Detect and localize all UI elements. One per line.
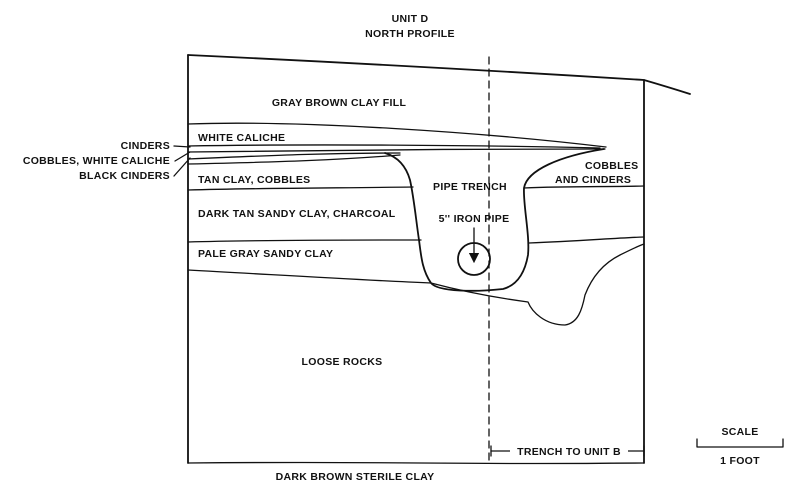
pale-gray-bottom-line	[187, 269, 432, 284]
cinders-leader	[173, 145, 191, 148]
tan-clay-cobbles-label: TAN CLAY, COBBLES	[198, 174, 310, 186]
dark-tan-bottom-line	[187, 239, 422, 243]
profile-bottom-line	[187, 461, 645, 465]
title-line-1: UNIT D	[392, 13, 429, 25]
black-cinders-leader	[173, 157, 191, 177]
black-cinders-label: BLACK CINDERS	[79, 170, 170, 182]
scale-unit-label: 1 FOOT	[720, 455, 760, 467]
pipe-trench-outline	[384, 148, 605, 292]
dark-brown-sterile-clay-label: DARK BROWN STERILE CLAY	[276, 471, 435, 483]
cobbles-caliche-line	[187, 148, 606, 153]
trench-label-backdrop	[510, 444, 628, 458]
right-dark-tan-bottom-line	[528, 236, 645, 244]
black-cinders-line	[187, 152, 401, 160]
cinders-label: CINDERS	[121, 140, 170, 152]
trench-to-unit-b-label: TRENCH TO UNIT B	[517, 446, 621, 458]
cinders-line	[187, 144, 601, 149]
cobbles-caliche-leader	[174, 151, 191, 162]
pipe-trench-label: PIPE TRENCH	[433, 181, 507, 193]
white-caliche-label: WHITE CALICHE	[198, 132, 285, 144]
cobbles-cinders-label-line-2: AND CINDERS	[555, 174, 631, 186]
cobbles-cinders-bottom-line	[523, 185, 645, 189]
dark-tan-sandy-clay-label: DARK TAN SANDY CLAY, CHARCOAL	[198, 208, 396, 220]
loose-rocks-top-line	[430, 243, 645, 326]
title-line-2: NORTH PROFILE	[365, 28, 455, 40]
white-caliche-top-line	[187, 122, 607, 148]
pale-gray-sandy-clay-label: PALE GRAY SANDY CLAY	[198, 248, 333, 260]
tan-clay-bottom-line	[187, 186, 414, 191]
tan-clay-top-line	[187, 154, 401, 165]
iron-pipe-label: 5'' IRON PIPE	[439, 213, 510, 225]
scale-label: SCALE	[721, 426, 758, 438]
cobbles-white-caliche-label: COBBLES, WHITE CALICHE	[23, 155, 170, 167]
gray-brown-clay-fill-label: GRAY BROWN CLAY FILL	[272, 97, 407, 109]
ground-surface-line	[187, 54, 691, 95]
cobbles-cinders-label-line-1: COBBLES	[585, 160, 638, 172]
scale-bar	[696, 438, 784, 448]
loose-rocks-label: LOOSE ROCKS	[302, 356, 383, 368]
